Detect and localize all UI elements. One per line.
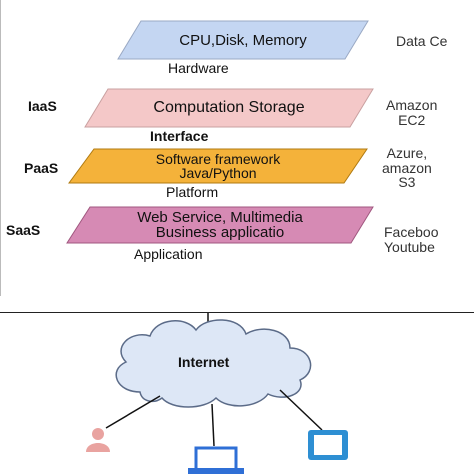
hardware-side-line: Data Ce	[396, 33, 448, 49]
platform-parallelogram	[68, 148, 368, 184]
application-side-line: Youtube	[384, 238, 435, 255]
user-link-line	[105, 395, 161, 429]
interface-layer-box: Computation Storage	[84, 88, 374, 128]
interface-label: Interface	[150, 128, 209, 144]
platform-side-text: Azure, amazon S3	[382, 146, 432, 190]
platform-label: Platform	[166, 184, 219, 200]
interface-parallelogram	[84, 88, 374, 128]
tablet-link-line	[279, 389, 323, 431]
hardware-box-line: CPU,Disk, Memory	[179, 31, 307, 49]
hardware-layer-box: CPU,Disk, Memory	[117, 20, 369, 60]
platform-box-line: Java/Python	[179, 165, 257, 181]
internet-label: Internet	[178, 354, 230, 370]
left-border-line	[0, 0, 1, 296]
hardware-parallelogram	[117, 20, 369, 60]
platform-box-line: Software framework	[155, 151, 281, 167]
platform-side-line: S3	[398, 174, 416, 191]
interface-side-line: EC2	[398, 111, 426, 128]
interface-side-text: Amazon EC2	[386, 98, 437, 127]
application-box-text: Web Service, Multimedia Business applica…	[66, 206, 374, 244]
saas-tier-label: SaaS	[6, 222, 41, 238]
platform-side-line: Azure,	[386, 145, 428, 161]
cloud-icon	[115, 319, 312, 408]
application-parallelogram	[66, 206, 374, 244]
platform-box-text: Software framework Java/Python	[68, 148, 368, 184]
laptop-icon	[188, 446, 244, 474]
interface-side-line: Amazon	[386, 97, 438, 113]
application-side-text: Faceboo Youtube	[384, 225, 438, 254]
platform-layer-box: Software framework Java/Python	[68, 148, 368, 184]
section-divider-line	[0, 312, 474, 313]
hardware-label: Hardware	[168, 60, 229, 76]
application-box-line: Web Service, Multimedia	[137, 209, 303, 226]
application-label: Application	[134, 246, 203, 262]
interface-box-text: Computation Storage	[84, 88, 374, 128]
tablet-icon	[308, 430, 348, 460]
platform-side-line: amazon	[382, 159, 432, 176]
application-box-line: Business applicatio	[155, 224, 285, 241]
application-layer-box: Web Service, Multimedia Business applica…	[66, 206, 374, 244]
hardware-box-text: CPU,Disk, Memory	[117, 20, 369, 60]
paas-tier-label: PaaS	[24, 160, 59, 176]
hardware-side-text: Data Ce	[396, 34, 447, 49]
application-side-line: Faceboo	[384, 224, 439, 240]
interface-box-line: Computation Storage	[153, 99, 305, 116]
iaas-tier-label: IaaS	[28, 98, 57, 114]
laptop-link-line	[211, 403, 215, 447]
user-icon	[86, 428, 110, 452]
